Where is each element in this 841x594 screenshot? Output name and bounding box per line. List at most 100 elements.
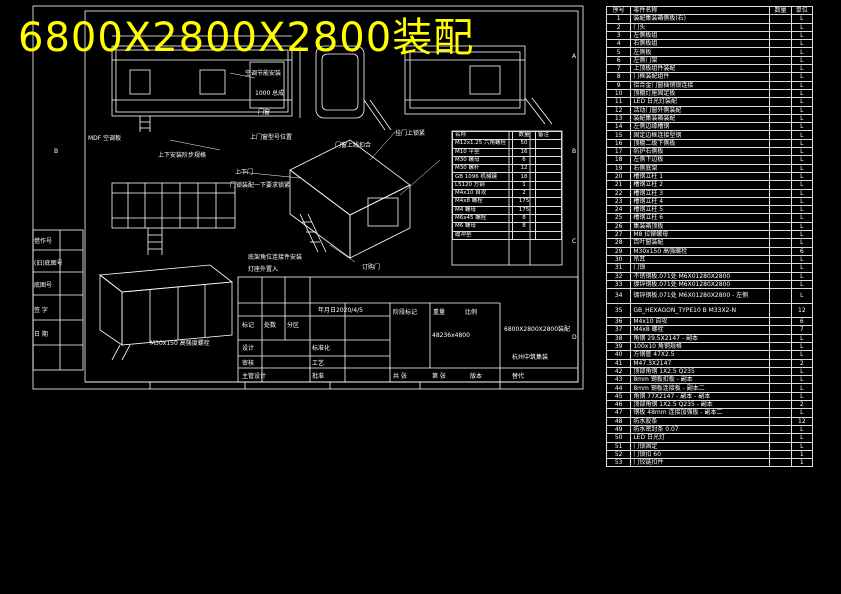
- bom-cell: [769, 205, 792, 215]
- note-label: 灯座外置入: [248, 266, 279, 273]
- bom-cell: [769, 130, 792, 140]
- table-cell: [535, 139, 562, 149]
- bom-cell: L: [790, 163, 814, 173]
- bom-cell: 左侧门架: [630, 55, 771, 66]
- bom-cell: 门框装配组件: [630, 72, 771, 82]
- bom-cell: 40: [605, 350, 632, 360]
- bom-cell: 4: [605, 39, 632, 49]
- bom-cell: L: [790, 205, 814, 215]
- table-cell: 8: [512, 213, 536, 224]
- bom-cell: 右侧底架: [630, 163, 771, 173]
- isometric-frame-view: [98, 264, 234, 361]
- title-block-label: 设计: [242, 345, 255, 352]
- note-label: 空调节能安装: [245, 70, 282, 77]
- bom-cell: L: [790, 138, 814, 149]
- table-cell: M30 螺母: [452, 155, 513, 166]
- bom-header: 零件名称: [630, 5, 771, 16]
- bom-cell: 26: [605, 221, 632, 232]
- bom-cell: 集装箱顶板: [630, 221, 771, 232]
- bom-cell: L: [790, 279, 814, 290]
- bom-cell: 15: [605, 130, 632, 140]
- bom-cell: 槽钢立柱 6: [630, 213, 771, 223]
- bom-cell: L: [790, 88, 814, 99]
- table-header: 备注: [535, 130, 562, 141]
- bom-cell: 顶棚灯座固定板: [630, 88, 771, 99]
- bom-cell: 门锁: [630, 263, 771, 273]
- bom-header: 序号: [605, 5, 632, 16]
- bom-cell: L: [790, 30, 814, 41]
- bom-cell: 53: [605, 458, 632, 468]
- bom-cell: 钢板 48mm 连接加强板 - 副本二: [630, 408, 771, 418]
- zone-letter-c: C: [572, 238, 577, 245]
- bom-cell: 镀锌钢板.071处 M6X01280X2800: [630, 279, 771, 290]
- bom-cell: 36: [605, 317, 632, 327]
- drawing-title: 6800X2800X2800装配: [18, 15, 475, 61]
- table-cell: M6 螺母: [452, 222, 513, 232]
- bom-cell: 吊耳: [630, 254, 771, 265]
- bom-cell: 32: [605, 271, 632, 281]
- side-elevation-view: [111, 35, 293, 132]
- bom-cell: 左侧边缘槽钢: [630, 122, 771, 132]
- bom-cell: 活动门窗外侧装配: [630, 105, 771, 115]
- bom-cell: 固定边框连接型钢: [630, 130, 771, 140]
- bom-cell: 100x10 角钢规格: [630, 341, 771, 352]
- bom-cell: [769, 383, 792, 393]
- bom-cell: [769, 333, 792, 344]
- table-cell: [535, 230, 562, 240]
- bom-cell: 38: [605, 333, 632, 344]
- bom-cell: L: [790, 441, 814, 451]
- bom-cell: L: [790, 196, 814, 207]
- bom-cell: [769, 288, 792, 304]
- bom-cell: L: [790, 122, 814, 132]
- table-cell: [535, 172, 562, 182]
- bom-cell: [769, 163, 792, 173]
- bom-cell: 8mm 钢板扣板 - 副本: [630, 375, 771, 385]
- bom-cell: 顶部角钢 1X2.5 Q235: [630, 366, 771, 377]
- title-block-label: 批准: [312, 373, 325, 380]
- bom-cell: L: [790, 288, 814, 304]
- revision-label: 签 字: [34, 307, 48, 314]
- table-cell: 175: [512, 205, 536, 215]
- bom-cell: [769, 424, 792, 435]
- title-block-label: 处数: [264, 322, 277, 329]
- bom-cell: 百叶窗装配: [630, 238, 771, 248]
- bom-cell: L: [790, 155, 814, 165]
- bom-cell: 16: [605, 138, 632, 149]
- bom-cell: 46: [605, 400, 632, 410]
- bom-cell: 2: [790, 400, 814, 410]
- zone-letter-a: A: [572, 53, 577, 60]
- revision-label: 借作号: [34, 238, 53, 245]
- bom-cell: 33: [605, 279, 632, 290]
- bom-cell: 49: [605, 424, 632, 435]
- bom-cell: [769, 105, 792, 115]
- bom-cell: L: [790, 254, 814, 265]
- bom-cell: L: [790, 130, 814, 140]
- table-cell: 缓冲垫: [452, 230, 513, 240]
- bom-cell: [769, 263, 792, 273]
- table-header: 名称: [452, 130, 513, 141]
- bom-cell: 6: [790, 246, 814, 256]
